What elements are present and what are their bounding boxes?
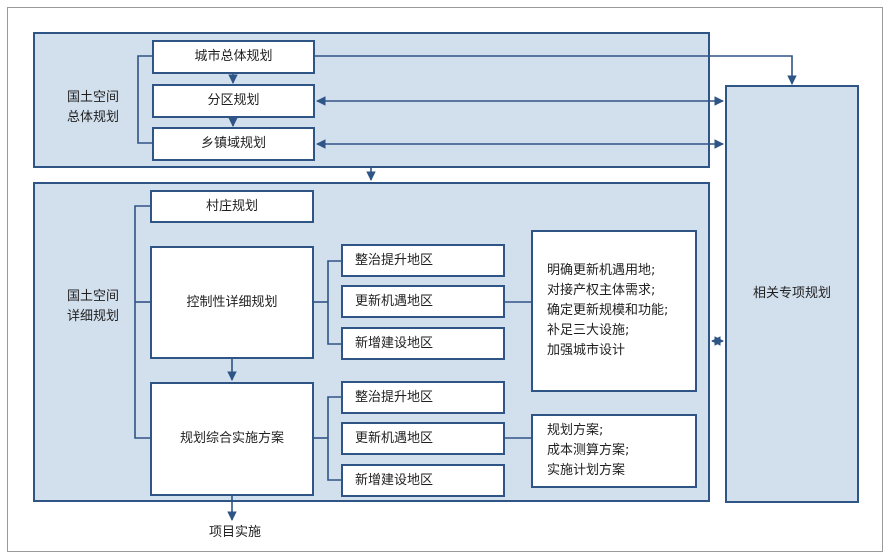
implementation-area-renewal: 更新机遇地区 [341, 422, 505, 455]
detail-group-label: 国土空间 详细规划 [66, 289, 119, 324]
implementation-area-renewal-label: 更新机遇地区 [355, 430, 434, 446]
regulatory-area-new-construction: 新增建设地区 [341, 327, 505, 360]
implementation-areas-bracket [327, 396, 341, 481]
implementation-area-renovation: 整治提升地区 [341, 381, 505, 414]
village-plan-box: 村庄规划 [150, 190, 314, 223]
regulatory-area-new-construction-label: 新增建设地区 [355, 335, 434, 351]
regulatory-note: 确定更新规模和功能; [547, 303, 669, 318]
city-master-plan-label: 城市总体规划 [194, 49, 273, 65]
regulatory-area-renewal: 更新机遇地区 [341, 285, 505, 318]
master-bracket-line [137, 55, 152, 144]
regulatory-note: 对接产权主体需求; [547, 283, 656, 298]
regulatory-area-renovation-label: 整治提升地区 [355, 252, 434, 268]
diagram-frame [7, 7, 883, 552]
implementation-area-new-construction: 新增建设地区 [341, 464, 505, 497]
implementation-plan-box: 规划综合实施方案 [150, 382, 314, 496]
regulatory-note: 加强城市设计 [547, 343, 626, 358]
regulatory-notes-box: 明确更新机遇用地; 对接产权主体需求; 确定更新规模和功能; 补足三大设施; 加… [531, 230, 697, 392]
regulatory-note: 明确更新机遇用地; [547, 263, 656, 278]
master-group-label: 国土空间 总体规划 [66, 90, 119, 125]
regulatory-area-renewal-label: 更新机遇地区 [355, 293, 434, 309]
detail-bracket-line [134, 205, 150, 439]
implementation-note: 实施计划方案 [547, 463, 626, 478]
village-plan-label: 村庄规划 [205, 198, 258, 214]
district-plan-box: 分区规划 [152, 84, 315, 118]
special-plans-label: 相关专项规划 [752, 286, 831, 301]
regulatory-detail-plan-box: 控制性详细规划 [150, 246, 314, 359]
special-plans-panel: 相关专项规划 [725, 85, 859, 503]
regulatory-area-renovation: 整治提升地区 [341, 244, 505, 277]
implementation-plan-label: 规划综合实施方案 [179, 431, 284, 447]
implementation-note: 规划方案; [547, 423, 604, 438]
regulatory-note: 补足三大设施; [547, 323, 630, 338]
city-master-plan-box: 城市总体规划 [152, 40, 315, 74]
city-to-special-arrow [315, 55, 797, 85]
implementation-notes-box: 规划方案; 成本测算方案; 实施计划方案 [531, 414, 697, 488]
township-plan-box: 乡镇域规划 [152, 127, 315, 161]
implementation-note: 成本测算方案; [547, 443, 630, 458]
regulatory-areas-bracket [327, 260, 341, 345]
project-implementation-label: 项目实施 [208, 525, 261, 540]
implementation-area-renovation-label: 整治提升地区 [355, 389, 434, 405]
regulatory-detail-plan-label: 控制性详细规划 [186, 294, 278, 310]
township-plan-label: 乡镇域规划 [200, 136, 266, 152]
district-plan-label: 分区规划 [207, 93, 260, 109]
implementation-area-new-construction-label: 新增建设地区 [355, 472, 434, 488]
